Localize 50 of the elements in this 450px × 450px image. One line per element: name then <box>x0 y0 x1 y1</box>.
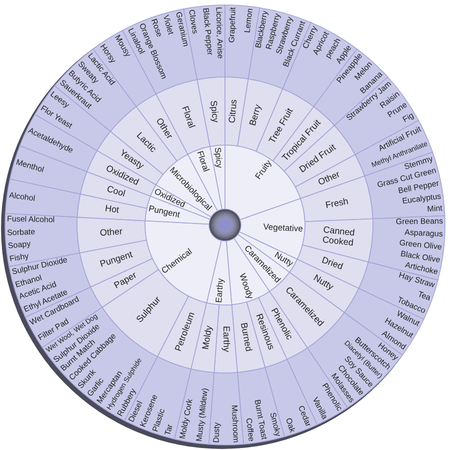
aroma-term: Licorice, Anise <box>214 6 224 59</box>
category-label: Fresh <box>324 196 350 210</box>
aroma-term: Soapy <box>8 240 32 251</box>
category-label: Floral <box>178 105 196 130</box>
category-label: Spicy <box>212 146 224 168</box>
aroma-term: Coffee <box>243 418 255 442</box>
aroma-term: Burnt Toast <box>253 399 268 440</box>
aroma-term: Tar <box>164 424 176 437</box>
category-label: Moldy <box>200 325 214 350</box>
aroma-term: Lemon <box>244 8 255 34</box>
aroma-term: Violet <box>161 14 175 36</box>
category-label: Other <box>316 170 342 188</box>
category-label: Citrus <box>228 99 240 124</box>
category-label: Cool <box>105 185 126 200</box>
category-label: Earthy <box>214 278 226 304</box>
aroma-term: Ethanol <box>14 274 43 289</box>
category-label: Tree Fruit <box>268 106 295 145</box>
category-label: Burned <box>238 322 253 352</box>
category-label: Hot <box>104 204 120 216</box>
aroma-term: Grapefruit <box>228 7 238 43</box>
aroma-term: Cloves <box>187 9 199 34</box>
aroma-term: Sorbate <box>6 228 36 238</box>
aroma-term: Green Beans <box>396 218 444 228</box>
aroma-term: Fusel Alcohol <box>6 216 55 226</box>
aroma-term: Mint <box>427 204 443 215</box>
category-label: Earthy <box>220 326 231 352</box>
aroma-term: Mushroom <box>228 404 240 443</box>
wheel-segment <box>76 216 147 254</box>
aroma-term: Rose <box>149 18 164 38</box>
category-label: Other <box>100 227 123 238</box>
category-label: Spicy <box>208 100 220 123</box>
aroma-term: Menthol <box>14 158 45 176</box>
aroma-term: Black Pepper <box>200 8 214 56</box>
aroma-term: Asparagus <box>404 228 443 240</box>
category-label: Berry <box>248 104 264 128</box>
aroma-term: Geranium <box>174 11 190 48</box>
aroma-term: Green Olive <box>398 239 442 252</box>
aroma-term: Oak <box>284 417 296 434</box>
wheel-segment <box>296 244 369 289</box>
category-label: Canned Cooked <box>320 224 356 250</box>
aroma-term: Fishy <box>9 252 30 264</box>
category-label: Dried <box>320 256 344 272</box>
aroma-term: Smoky <box>267 412 282 438</box>
aroma-term: Dusty <box>213 422 223 444</box>
aroma-term: Cedar <box>296 404 312 428</box>
category-label: Vegetative <box>263 222 304 234</box>
aroma-term: Moldy Cork <box>178 398 196 440</box>
aroma-term: Musty (Mildew) <box>196 388 211 442</box>
aroma-term: Alcohol <box>8 192 36 204</box>
wheel-segment <box>79 240 153 288</box>
